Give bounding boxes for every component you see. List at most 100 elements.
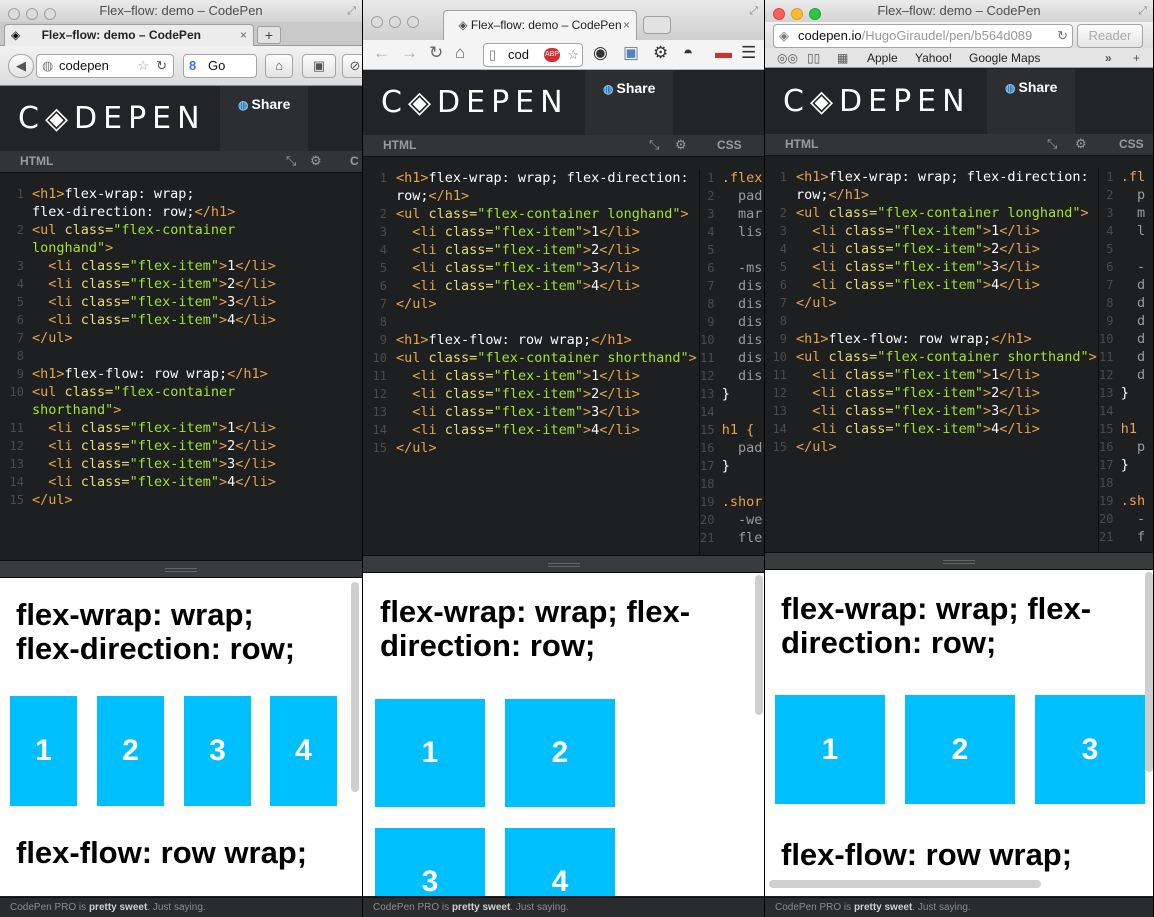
- horizontal-scrollbar[interactable]: [769, 880, 1041, 888]
- codepen-logo[interactable]: C◈DEPEN: [381, 85, 569, 120]
- bookmark-item[interactable]: Apple: [867, 51, 898, 65]
- minimize-window-button[interactable]: [389, 16, 401, 28]
- share-button[interactable]: ◍Share: [987, 69, 1075, 134]
- gear-icon[interactable]: ⚙: [653, 43, 669, 62]
- line-number: 2: [16, 223, 24, 237]
- code-line: <h1>flex-wrap: wrap; flex-direction:: [796, 169, 1089, 185]
- zoom-window-button[interactable]: [407, 16, 419, 28]
- pane-resize-handle[interactable]: [363, 555, 764, 573]
- reload-icon[interactable]: ↻: [156, 58, 167, 73]
- fullscreen-icon[interactable]: ⤢: [749, 5, 758, 17]
- css-line: 12 dis: [700, 368, 763, 384]
- color-picker-icon[interactable]: ◉: [593, 43, 608, 62]
- line-number: 8: [379, 315, 387, 329]
- fullscreen-icon[interactable]: ⤢: [347, 5, 356, 17]
- extension-icon[interactable]: ▬: [715, 43, 732, 62]
- minimize-window-button[interactable]: [791, 8, 803, 20]
- vertical-scrollbar[interactable]: [755, 575, 763, 715]
- css-line: 15 h1 {: [700, 422, 755, 438]
- search-bar[interactable]: 8 Go: [183, 54, 257, 78]
- zoom-window-button[interactable]: [44, 8, 56, 20]
- menu-icon[interactable]: ☰: [741, 43, 757, 62]
- reload-icon[interactable]: ↻: [1054, 25, 1068, 47]
- home-button[interactable]: ⌂: [265, 54, 293, 78]
- browser-tab[interactable]: ◈ Flex–flow: demo – CodePen ×: [443, 10, 637, 40]
- codepen-logo[interactable]: C◈DEPEN: [18, 101, 206, 136]
- reload-icon[interactable]: ↻: [429, 43, 444, 62]
- css-line: 11 dis: [700, 350, 763, 366]
- css-editor[interactable]: 1 .flex 2 pad 3 mar 4 lis 5 6 -ms 7 dis …: [699, 169, 764, 555]
- code-line: <li class="flex-item">2</li>: [396, 386, 640, 402]
- bookmarks-button[interactable]: ▣: [302, 54, 336, 78]
- code-line: <ul class="flex-container: [32, 384, 236, 400]
- close-tab-icon[interactable]: ×: [622, 18, 630, 32]
- code-line: <li class="flex-item">3</li>: [32, 294, 276, 310]
- fullscreen-icon[interactable]: ⤢: [1138, 5, 1147, 17]
- pane-resize-handle[interactable]: [0, 560, 362, 578]
- line-number: 1: [16, 187, 24, 201]
- close-window-button[interactable]: [371, 16, 383, 28]
- screenshot-icon[interactable]: ▣: [623, 43, 640, 62]
- expand-icon[interactable]: ⤡: [286, 153, 297, 168]
- vertical-scrollbar[interactable]: [1145, 572, 1153, 772]
- forward-icon[interactable]: →: [401, 43, 418, 62]
- zoom-window-button[interactable]: [809, 8, 821, 20]
- back-button[interactable]: ◀: [8, 54, 34, 78]
- code-line: <li class="flex-item">3</li>: [396, 404, 640, 420]
- line-number: 14: [372, 423, 387, 437]
- bookmark-item[interactable]: Google Maps: [969, 51, 1041, 65]
- share-button[interactable]: ◍Share: [220, 86, 308, 151]
- url-bar[interactable]: ◍ codepen ☆ ↻: [36, 54, 174, 78]
- expand-icon[interactable]: ⤡: [1047, 136, 1058, 151]
- new-tab-icon[interactable]: +: [1133, 51, 1141, 65]
- minimize-window-button[interactable]: [26, 8, 38, 20]
- browser-tab[interactable]: ◈ Flex–flow: demo – CodePen ×: [4, 24, 254, 46]
- gear-icon[interactable]: ⚙: [1075, 136, 1087, 151]
- code-line: <ul class="flex-container longhand">: [796, 205, 1089, 221]
- close-tab-icon[interactable]: ×: [239, 28, 247, 42]
- window-titlebar: Flex–flow: demo – CodePen ⤢: [765, 0, 1153, 22]
- addon-button[interactable]: ⊘: [342, 54, 362, 78]
- line-number: 4: [379, 243, 387, 257]
- share-button[interactable]: ◍Share: [585, 70, 673, 135]
- reading-list-icon[interactable]: ◎◎: [777, 51, 798, 65]
- navigation-toolbar: ◈ codepen.io/HugoGiraudel/pen/b564d089 ↻…: [765, 22, 1153, 48]
- adblock-icon[interactable]: ABP: [544, 48, 560, 62]
- bookmarks-book-icon[interactable]: ▯▯: [807, 51, 821, 65]
- back-icon[interactable]: ←: [373, 43, 390, 62]
- url-bar[interactable]: ◈ codepen.io/HugoGiraudel/pen/b564d089 ↻: [773, 24, 1073, 48]
- codepen-logo[interactable]: C◈DEPEN: [783, 84, 971, 119]
- line-number: 7: [379, 297, 387, 311]
- expand-icon[interactable]: ⤡: [649, 137, 660, 152]
- css-line: 4 l: [1099, 223, 1146, 239]
- new-tab-button[interactable]: [643, 16, 671, 34]
- gear-icon[interactable]: ⚙: [675, 137, 687, 152]
- close-window-button[interactable]: [773, 8, 785, 20]
- more-bookmarks-icon[interactable]: »: [1105, 51, 1112, 65]
- line-number: 15: [9, 493, 24, 507]
- url-bar[interactable]: ▯ cod ABP ☆: [483, 43, 583, 67]
- line-number: 11: [9, 421, 24, 435]
- css-line: 3 mar: [700, 206, 763, 222]
- reader-button[interactable]: Reader: [1077, 24, 1143, 48]
- bookmark-star-icon[interactable]: ☆: [567, 47, 579, 62]
- line-number: 14: [772, 422, 787, 436]
- bookmark-item[interactable]: Yahoo!: [915, 51, 953, 65]
- close-window-button[interactable]: [8, 8, 20, 20]
- incognito-icon[interactable]: ◓: [683, 43, 694, 62]
- vertical-scrollbar[interactable]: [351, 582, 359, 792]
- pane-resize-handle[interactable]: [765, 552, 1153, 570]
- flex-item-1: 1: [375, 699, 485, 807]
- home-icon[interactable]: ⌂: [455, 43, 466, 62]
- tab-title: Flex–flow: demo – CodePen: [41, 28, 201, 42]
- browser-window-safari: Flex–flow: demo – CodePen ⤢ ◈ codepen.io…: [765, 0, 1154, 917]
- css-line: 6 -ms: [700, 260, 763, 276]
- top-sites-grid-icon[interactable]: ▦: [837, 51, 849, 65]
- new-tab-button[interactable]: +: [257, 26, 281, 44]
- bookmark-star-icon[interactable]: ☆: [137, 58, 149, 73]
- gear-icon[interactable]: ⚙: [310, 153, 322, 168]
